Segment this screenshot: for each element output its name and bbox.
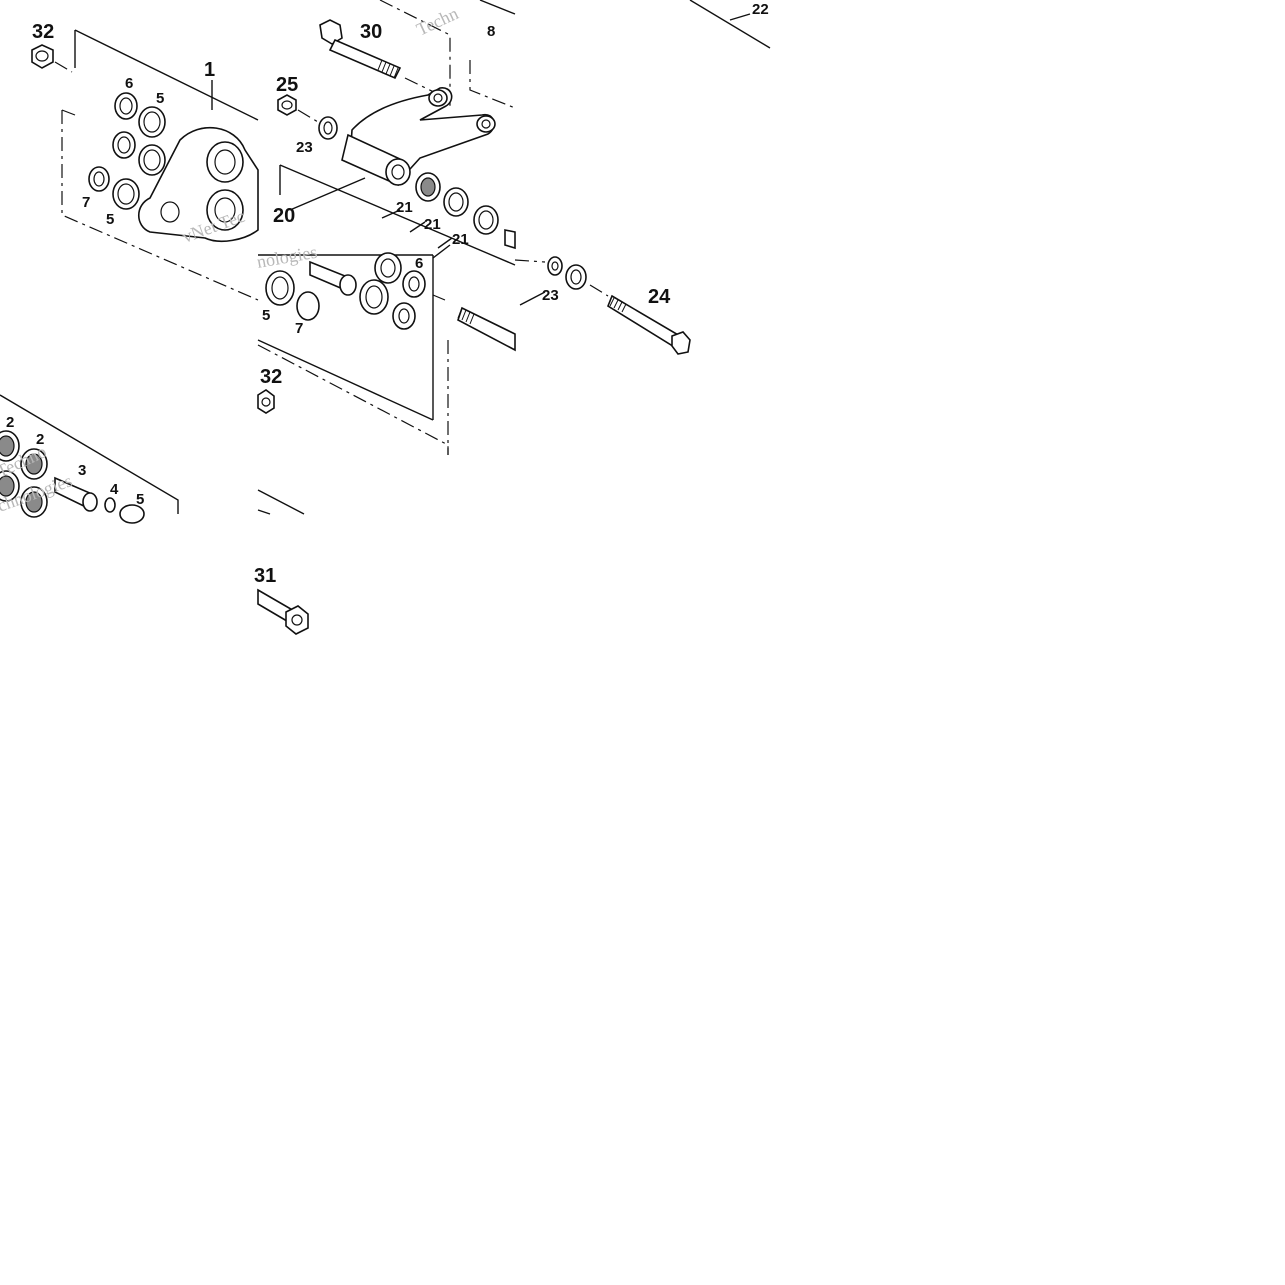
nut-part-25 <box>277 94 297 116</box>
callout-label: 5 <box>106 211 114 228</box>
callout-label: 7 <box>82 194 90 211</box>
panel-linkage-plates <box>31 29 259 301</box>
callout-label: 20 <box>273 205 295 227</box>
callout-label: 24 <box>648 286 671 308</box>
linkage-plate-part <box>137 126 259 242</box>
callout-label: 31 <box>254 565 276 587</box>
collar-part <box>309 260 357 296</box>
callout-label: 21 <box>424 216 441 233</box>
washer-part <box>104 497 116 513</box>
callout-label: 6 <box>415 255 423 272</box>
callout-label: 30 <box>360 21 382 43</box>
spacer-part <box>296 291 320 321</box>
callout-label: 7 <box>295 320 303 337</box>
callout-label: 25 <box>276 74 298 96</box>
needle-bearing-group <box>0 430 48 518</box>
callout-label: 23 <box>542 287 559 304</box>
collar-part <box>54 476 98 512</box>
callout-label: 4 <box>110 481 119 498</box>
panel-relay-arm <box>277 0 516 266</box>
panel-long-bolt <box>514 0 771 355</box>
callout-label: 22 <box>752 1 769 18</box>
relay-arm-part <box>341 87 496 187</box>
bolt-part-30 <box>319 19 402 80</box>
callout-labels: 32 1 6 5 7 5 30 8 22 25 23 20 21 21 21 6… <box>6 1 769 587</box>
callout-label: 8 <box>487 23 495 40</box>
callout-label: 3 <box>78 462 86 479</box>
bolt-part-24 <box>607 294 691 355</box>
callout-label: 5 <box>136 491 144 508</box>
callout-label: 5 <box>156 90 164 107</box>
callout-label: 32 <box>32 21 54 43</box>
flange-nut-part <box>31 44 54 69</box>
needle-bearing-group <box>415 172 516 250</box>
bushing-part <box>119 504 145 524</box>
callout-label: 32 <box>260 366 282 388</box>
callout-label: 23 <box>296 139 313 156</box>
callout-label: 1 <box>204 59 215 81</box>
callout-label: 6 <box>125 75 133 92</box>
callout-label: 2 <box>36 431 44 448</box>
watermark-text: Techn <box>413 3 461 40</box>
callout-label: 21 <box>396 199 413 216</box>
panel-pivot-bolt <box>257 588 309 635</box>
callout-label: 21 <box>452 231 469 248</box>
callout-label: 2 <box>6 414 14 431</box>
panel-needle-bearings <box>0 394 179 524</box>
pin-part <box>457 306 516 352</box>
panel-collar-bushings <box>257 244 516 515</box>
bushing-group-left <box>88 92 166 210</box>
callout-label: 5 <box>262 307 270 324</box>
